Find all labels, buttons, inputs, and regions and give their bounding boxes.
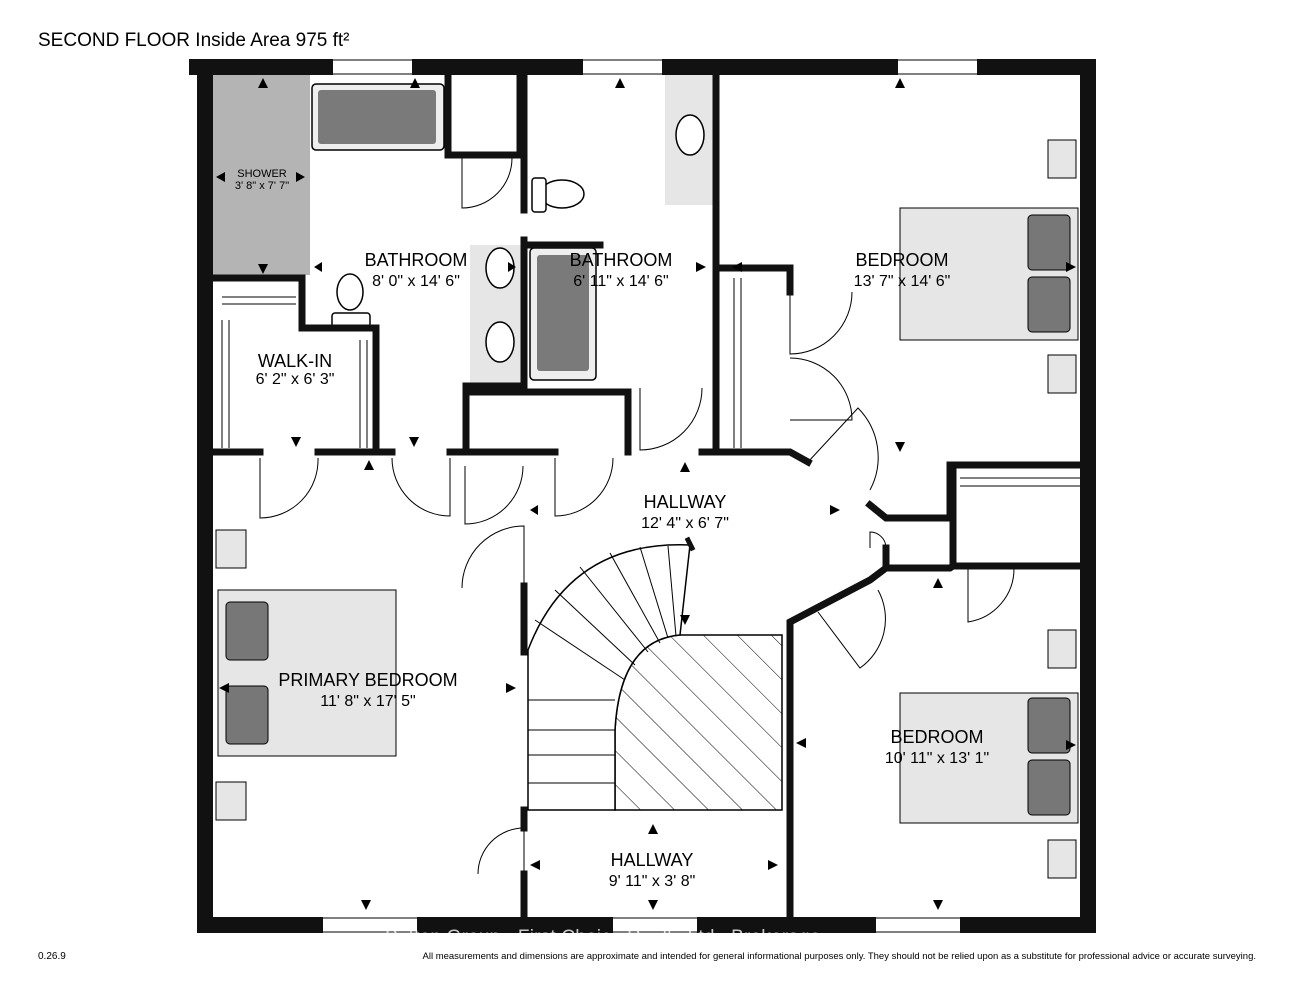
room-dims-hallway-2: 9' 11" x 3' 8" — [609, 873, 696, 890]
nightstand-icon — [215, 139, 1077, 879]
stair-landing — [614, 634, 783, 811]
room-name-hallway-2: HALLWAY — [611, 850, 694, 870]
page-title: SECOND FLOOR Inside Area 975 ft² — [38, 30, 350, 51]
room-name-shower: SHOWER — [237, 168, 287, 180]
watermark: Sutton Group - First Choice Realty Ltd.,… — [385, 927, 821, 948]
room-name-bedroom-2: BEDROOM — [890, 727, 983, 747]
toilet-icon — [331, 177, 585, 328]
sink-icon — [485, 114, 705, 363]
room-name-walk-in: WALK-IN — [258, 351, 332, 371]
room-dims-primary-bedroom: 11' 8" x 17' 5" — [320, 693, 415, 710]
room-dims-shower: 3' 8" x 7' 7" — [235, 180, 289, 192]
bathtub-2-inner — [537, 255, 589, 371]
room-dims-bedroom-1: 13' 7" x 14' 6" — [854, 273, 951, 290]
room-name-bathroom-1: BATHROOM — [365, 250, 468, 270]
bed-icon — [217, 207, 1079, 824]
walls — [189, 59, 1096, 933]
closet-rails — [221, 278, 1080, 487]
stair-treads — [528, 545, 677, 784]
shower-area — [212, 70, 310, 275]
room-dims-hallway-1: 12' 4" x 6' 7" — [641, 515, 729, 532]
room-name-bathroom-2: BATHROOM — [570, 250, 673, 270]
door-swings — [259, 157, 1015, 875]
bathtub-1-inner — [318, 90, 436, 144]
room-dims-bathroom-2: 6' 11" x 14' 6" — [573, 273, 668, 290]
room-dims-bathroom-1: 8' 0" x 14' 6" — [372, 273, 460, 290]
disclaimer-text: All measurements and dimensions are appr… — [422, 951, 1257, 962]
room-dims-bedroom-2: 10' 11" x 13' 1" — [885, 750, 989, 767]
room-dims-walk-in: 6' 2" x 6' 3" — [256, 371, 335, 388]
room-name-bedroom-1: BEDROOM — [855, 250, 948, 270]
dimension-arrows — [216, 78, 1076, 910]
room-name-hallway-1: HALLWAY — [644, 492, 727, 512]
version-label: 0.26.9 — [38, 951, 66, 962]
room-name-primary-bedroom: PRIMARY BEDROOM — [278, 670, 457, 690]
